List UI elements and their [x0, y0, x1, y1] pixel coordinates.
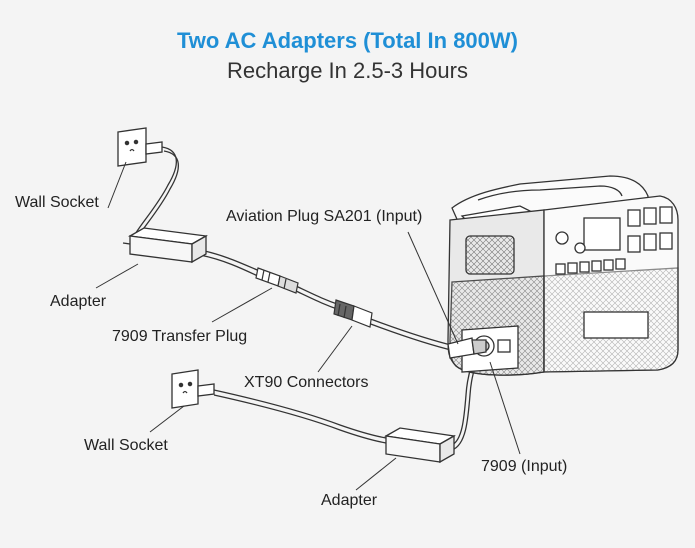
leader-xt90: [317, 325, 353, 373]
label-adapter-top: Adapter: [50, 293, 107, 310]
leader-7909-input: [489, 361, 521, 455]
adapter-bottom-icon: [384, 427, 456, 464]
label-wall-socket-top: Wall Socket: [15, 194, 99, 211]
leader-transfer-plug: [211, 287, 273, 323]
leader-adapter-bottom: [355, 457, 397, 491]
wall-socket-bottom-icon: [171, 369, 215, 409]
leader-adapter-top: [95, 263, 139, 289]
leader-wall-socket-bottom: [149, 405, 185, 433]
label-transfer-plug: 7909 Transfer Plug: [112, 328, 248, 345]
label-adapter-bottom: Adapter: [321, 492, 378, 509]
diagram-subtitle: Recharge In 2.5-3 Hours: [227, 58, 468, 83]
label-7909-input: 7909 (Input): [481, 458, 568, 475]
diagram-title: Two AC Adapters (Total In 800W): [176, 28, 518, 53]
power-station-icon: [447, 175, 679, 376]
transfer-plug-icon: [255, 267, 299, 294]
label-xt90: XT90 Connectors: [244, 374, 369, 391]
xt90-connector-icon: [333, 299, 373, 328]
label-wall-socket-bottom: Wall Socket: [84, 437, 168, 454]
wall-socket-top-icon: [117, 127, 163, 167]
adapter-top-icon: [122, 227, 209, 264]
leader-wall-socket-top: [107, 161, 127, 209]
label-aviation-plug: Aviation Plug SA201 (Input): [226, 208, 423, 225]
leader-aviation-plug: [407, 231, 459, 345]
